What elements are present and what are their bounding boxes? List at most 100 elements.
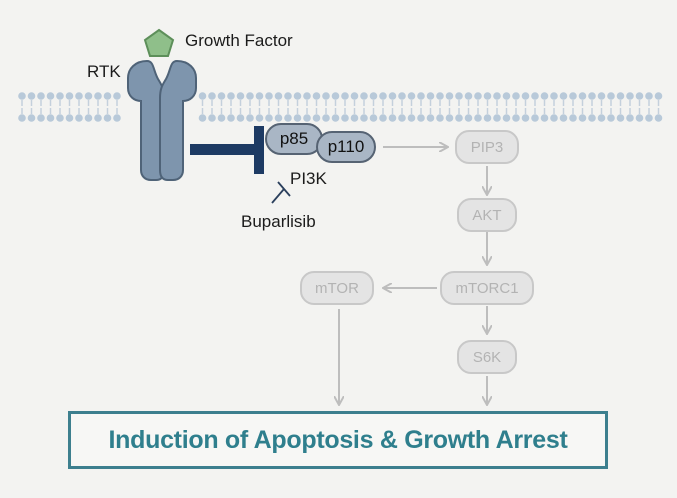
lipid-head: [360, 114, 368, 122]
rtk-inhibition-bar: [190, 126, 264, 174]
lipid-head: [540, 92, 549, 100]
pi3k-label: PI3K: [290, 169, 327, 188]
lipid-head: [236, 114, 245, 122]
s6k-node: S6K: [457, 340, 517, 374]
lipid-head: [113, 114, 121, 122]
p110-subunit: p110: [316, 131, 376, 163]
lipid-head: [559, 92, 568, 100]
lipid-head: [284, 114, 292, 122]
lipid-head: [84, 114, 93, 122]
lipid-head: [246, 92, 254, 100]
lipid-head: [388, 92, 397, 100]
lipid-head: [303, 92, 311, 100]
lipid-head: [417, 114, 425, 122]
buparlisib-label: Buparlisib: [241, 212, 316, 231]
lipid-head: [103, 92, 112, 100]
pip3-node: PIP3: [455, 130, 519, 164]
lipid-head: [445, 92, 454, 100]
lipid-head: [407, 114, 416, 122]
lipid-head: [626, 92, 634, 100]
lipid-head: [531, 92, 539, 100]
lipid-head: [94, 92, 102, 100]
lipid-head: [103, 114, 112, 122]
lipid-head: [217, 114, 226, 122]
rtk-label: RTK: [87, 62, 121, 81]
lipid-head: [18, 114, 26, 122]
lipid-head: [255, 114, 264, 122]
lipid-head: [455, 92, 463, 100]
mtor-node: mTOR: [300, 271, 374, 305]
growth-factor-ligand: [143, 28, 175, 57]
lipid-head: [331, 114, 340, 122]
outcome-text: Induction of Apoptosis & Growth Arrest: [108, 425, 568, 454]
lipid-head: [65, 92, 74, 100]
lipid-head: [398, 114, 406, 122]
lipid-head: [607, 114, 615, 122]
lipid-head: [303, 114, 311, 122]
lipid-head: [521, 92, 530, 100]
lipid-head: [550, 92, 558, 100]
lipid-head: [84, 92, 93, 100]
lipid-head: [502, 114, 511, 122]
lipid-head: [550, 114, 558, 122]
lipid-head: [65, 114, 74, 122]
lipid-head: [588, 92, 596, 100]
lipid-head: [588, 114, 596, 122]
lipid-head: [407, 92, 416, 100]
buparlisib-inhibition-bar: [271, 181, 291, 204]
lipid-head: [56, 92, 64, 100]
lipid-head: [645, 92, 653, 100]
lipid-head: [654, 92, 663, 100]
lipid-head: [512, 92, 520, 100]
lipid-head: [379, 114, 387, 122]
lipid-head: [569, 114, 577, 122]
cell-membrane: [18, 92, 663, 122]
lipid-head: [379, 92, 387, 100]
lipid-head: [198, 92, 207, 100]
lipid-head: [616, 114, 625, 122]
lipid-head: [75, 92, 83, 100]
lipid-head: [493, 114, 501, 122]
rtk-receptor: [127, 59, 197, 181]
lipid-head: [426, 92, 435, 100]
lipid-head: [113, 92, 121, 100]
lipid-head: [502, 92, 511, 100]
lipid-head: [540, 114, 549, 122]
lipid-head: [483, 92, 492, 100]
lipid-head: [569, 92, 577, 100]
lipid-head: [626, 114, 634, 122]
lipid-head: [483, 114, 492, 122]
akt-node: AKT: [457, 198, 517, 232]
lipid-head: [493, 92, 501, 100]
lipid-head: [654, 114, 663, 122]
lipid-head: [521, 114, 530, 122]
lipid-head: [341, 92, 349, 100]
lipid-head: [227, 92, 235, 100]
lipid-head: [369, 114, 378, 122]
lipid-head: [331, 92, 340, 100]
growth-factor-label: Growth Factor: [185, 31, 293, 50]
lipid-head: [246, 114, 254, 122]
lipid-head: [198, 114, 207, 122]
lipid-head: [445, 114, 454, 122]
lipid-head: [27, 114, 36, 122]
lipid-head: [474, 92, 482, 100]
lipid-head: [436, 114, 444, 122]
lipid-head: [369, 92, 378, 100]
lipid-head: [341, 114, 349, 122]
lipid-head: [236, 92, 245, 100]
lipid-head: [265, 92, 273, 100]
lipid-head: [398, 92, 406, 100]
lipid-head: [284, 92, 292, 100]
lipid-head: [635, 114, 644, 122]
p85-subunit: p85: [265, 123, 323, 155]
lipid-head: [265, 114, 273, 122]
lipid-head: [27, 92, 36, 100]
lipid-head: [559, 114, 568, 122]
lipid-head: [388, 114, 397, 122]
lipid-head: [464, 92, 473, 100]
lipid-head: [360, 92, 368, 100]
lipid-head: [607, 92, 615, 100]
lipid-head: [94, 114, 102, 122]
